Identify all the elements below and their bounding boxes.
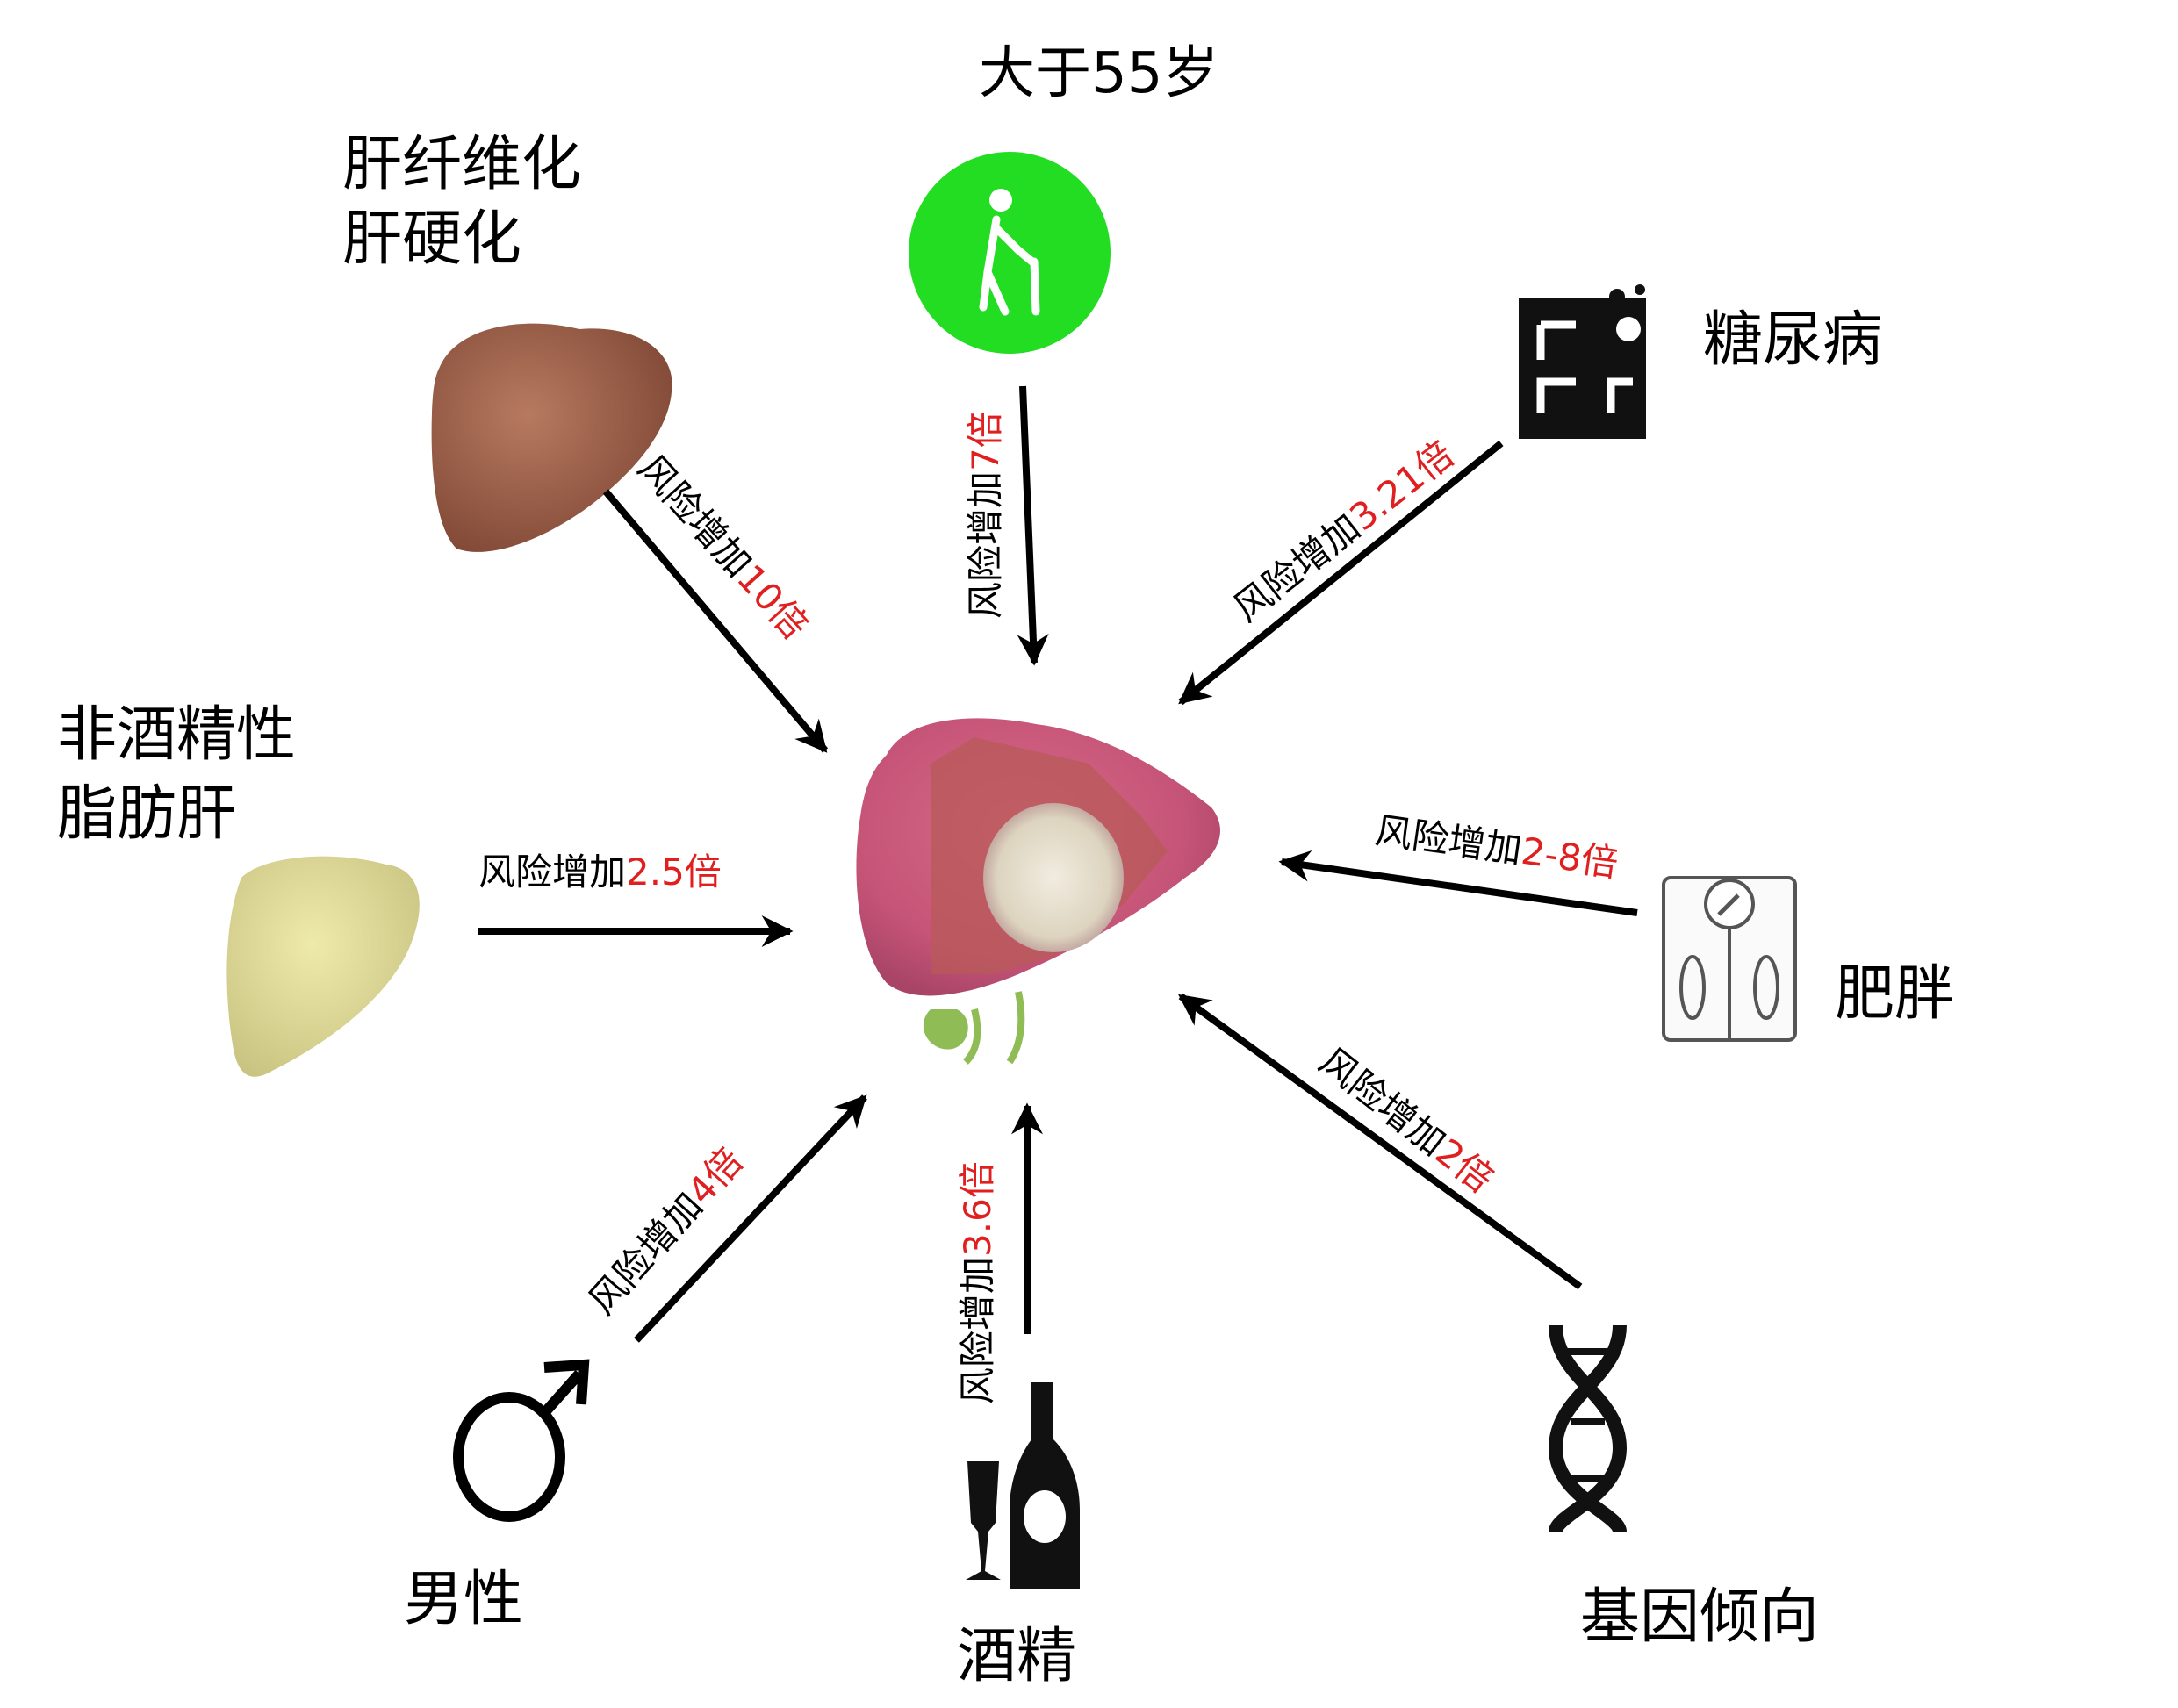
male-symbol-icon xyxy=(453,1359,590,1522)
wine-bottle-icon xyxy=(966,1382,1080,1589)
cirrhotic-liver-icon xyxy=(431,323,672,552)
factor-obesity: 肥胖 风险增加2-8倍 xyxy=(1278,808,1954,1042)
arrow-cirrhosis xyxy=(602,489,829,753)
factor-cirrhosis: 肝纤维化 肝硬化 风险增加10倍 xyxy=(342,130,829,753)
risk-text-male: 风险增加4倍 xyxy=(580,1139,751,1323)
factor-nafld: 非酒精性 脂肪肝 风险增加2.5倍 xyxy=(57,700,794,1077)
risk-text-age: 风险增加7倍 xyxy=(964,411,1007,619)
elderly-person-figure xyxy=(979,189,1040,316)
dna-helix-icon xyxy=(1548,1324,1628,1534)
arrow-male xyxy=(634,1094,867,1343)
fatty-liver-icon xyxy=(226,856,420,1077)
obesity-label: 肥胖 xyxy=(1835,959,1954,1029)
nafld-label-line1: 非酒精性 xyxy=(57,700,296,770)
male-label: 男性 xyxy=(404,1565,523,1634)
arrow-genetics xyxy=(1178,993,1583,1290)
risk-text-obesity: 风险增加2-8倍 xyxy=(1373,808,1621,885)
glucose-test-icon xyxy=(1519,284,1646,439)
factor-age: 大于55岁 风险增加7倍 xyxy=(909,41,1218,666)
center-liver-tumor-icon xyxy=(856,718,1220,1065)
risk-text-alcohol: 风险增加3.6倍 xyxy=(956,1161,999,1404)
risk-text-nafld: 风险增加2.5倍 xyxy=(478,850,722,893)
diabetes-label: 糖尿病 xyxy=(1703,305,1882,375)
risk-text-genetics: 风险增加2倍 xyxy=(1312,1039,1502,1201)
arrow-obesity xyxy=(1278,850,1638,916)
bathroom-scale-icon xyxy=(1662,876,1797,1042)
risk-text-cirrhosis: 风险增加10倍 xyxy=(630,447,817,648)
factor-alcohol: 酒精 风险增加3.6倍 xyxy=(956,1102,1080,1691)
genetics-label: 基因倾向 xyxy=(1580,1582,1819,1652)
factor-genetics: 基因倾向 风险增加2倍 xyxy=(1178,993,1819,1652)
factor-diabetes: 糖尿病 风险增加3.21倍 xyxy=(1178,284,1882,706)
elderly-person-icon xyxy=(909,152,1111,354)
arrow-age xyxy=(1017,385,1049,666)
age-label: 大于55岁 xyxy=(979,41,1218,106)
cirrhosis-label-line1: 肝纤维化 xyxy=(342,130,581,199)
factor-male: 男性 风险增加4倍 xyxy=(404,1094,867,1634)
nafld-label-line2: 脂肪肝 xyxy=(57,779,236,849)
risk-text-diabetes: 风险增加3.21倍 xyxy=(1226,432,1462,629)
alcohol-label: 酒精 xyxy=(957,1622,1076,1691)
cirrhosis-label-line2: 肝硬化 xyxy=(342,205,521,274)
arrow-diabetes xyxy=(1178,440,1504,706)
